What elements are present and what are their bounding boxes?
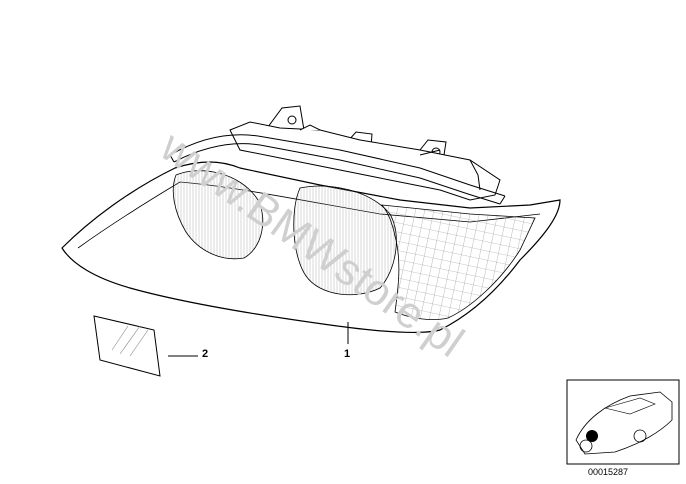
mounting-brackets: [229, 105, 501, 201]
low-beam-reflector: [172, 170, 264, 260]
high-beam-reflector: [293, 185, 397, 296]
part-2-glass: [93, 315, 161, 377]
housing-rim: [169, 134, 506, 205]
indicator-lens-grid: [381, 204, 536, 320]
location-marker-icon: [586, 430, 598, 442]
car-thumbnail: [566, 379, 680, 465]
callout-1: 1: [344, 348, 351, 360]
diagram-code: 00015287: [588, 467, 629, 477]
callout-2: 2: [202, 348, 209, 360]
